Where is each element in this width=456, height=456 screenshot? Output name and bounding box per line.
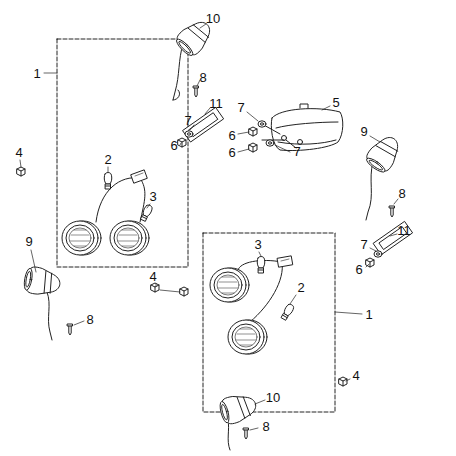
callout-number: 5 [331, 96, 340, 110]
callout-number: 11 [208, 97, 224, 111]
callout-number: 9 [359, 125, 368, 139]
callout-number: 7 [183, 114, 192, 128]
callout-number: 4 [351, 369, 360, 383]
callout-number: 4 [14, 146, 23, 160]
callout-number: 8 [261, 420, 270, 434]
callout-number: 9 [24, 235, 33, 249]
callout-number: 7 [359, 238, 368, 252]
callout-number: 11 [396, 224, 412, 238]
callout-number: 3 [253, 238, 262, 252]
callout-number: 6 [227, 129, 236, 143]
callout-number: 8 [198, 71, 207, 85]
callout-number: 6 [227, 146, 236, 160]
callout-number: 4 [148, 270, 157, 284]
callout-number: 10 [205, 12, 221, 26]
callout-number: 2 [103, 153, 112, 167]
callout-number: 1 [32, 67, 41, 81]
callout-number: 1 [364, 308, 373, 322]
callout-number: 6 [354, 263, 363, 277]
callout-number: 8 [397, 187, 406, 201]
callout-number: 2 [296, 281, 305, 295]
callout-number: 3 [148, 190, 157, 204]
callout-number: 6 [169, 139, 178, 153]
callout-number: 7 [292, 145, 301, 159]
callout-number: 8 [85, 313, 94, 327]
callout-number: 10 [265, 391, 281, 405]
callout-number: 7 [236, 101, 245, 115]
